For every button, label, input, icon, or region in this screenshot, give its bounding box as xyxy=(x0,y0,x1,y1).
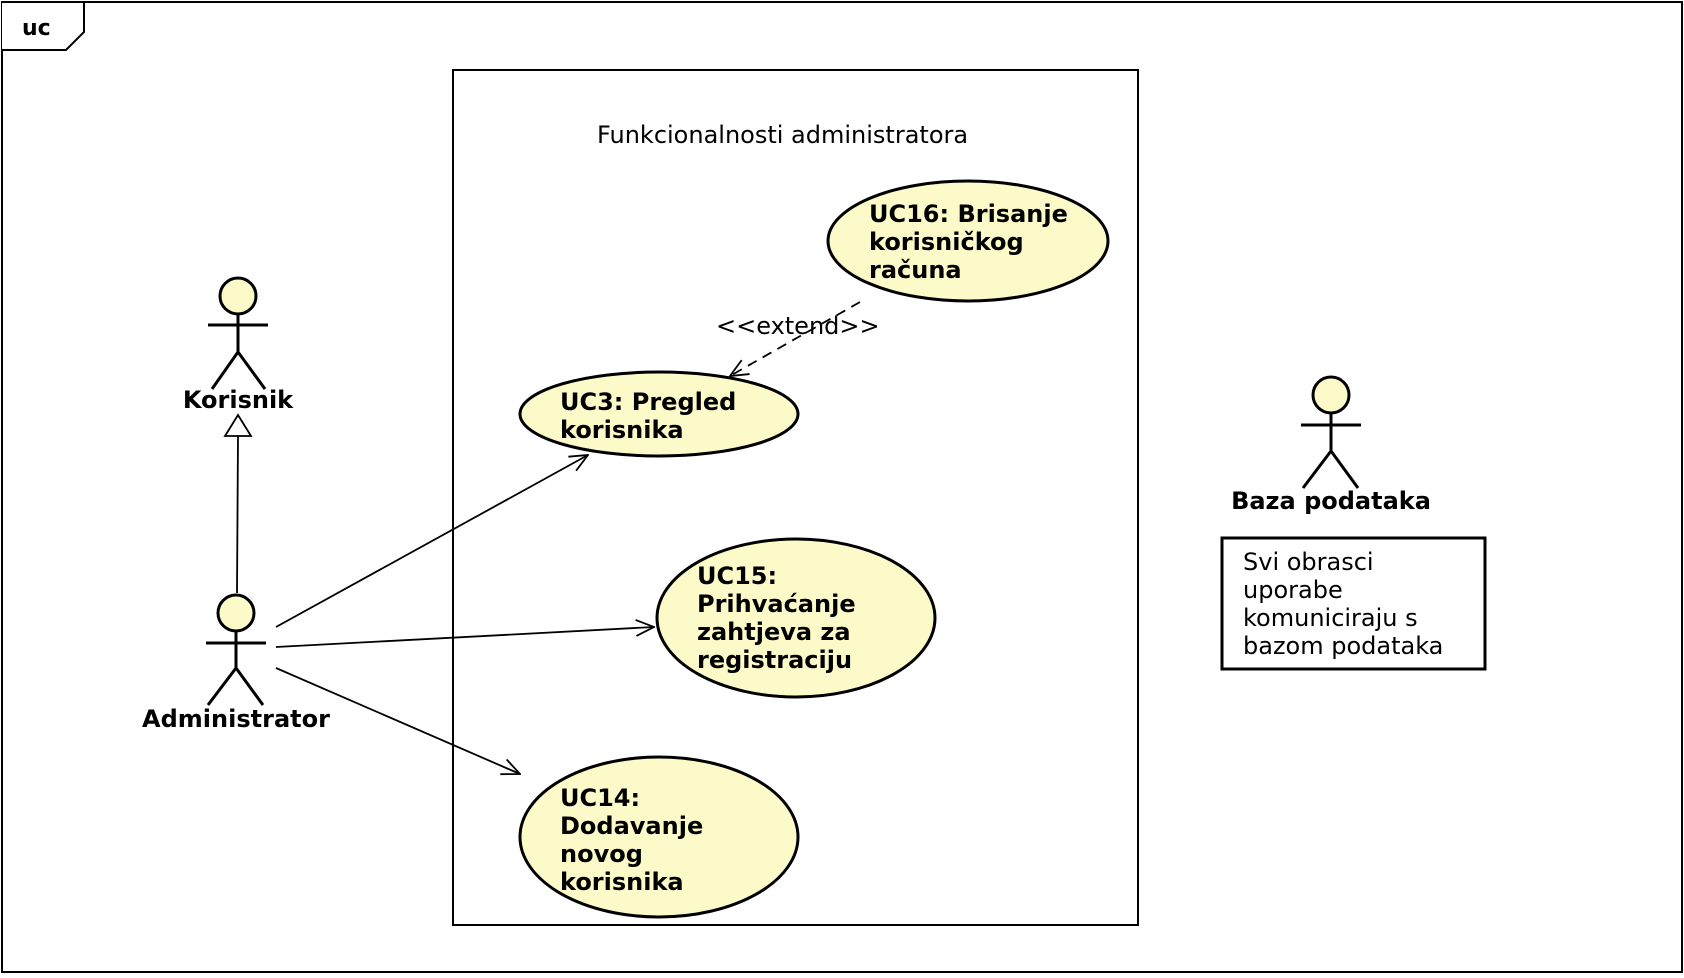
actor-administrator[interactable]: Administrator xyxy=(142,593,330,733)
assoc-admin-uc3 xyxy=(275,455,588,628)
svg-text:UC3: Pregled korisnika: UC3: Pregled korisnika xyxy=(560,388,745,444)
actor-administrator-figure-icon xyxy=(206,593,266,706)
actor-korisnik[interactable]: Korisnik xyxy=(183,276,294,414)
uc16-label-line: računa xyxy=(869,256,962,284)
uc14-label-line: novog xyxy=(560,840,643,868)
generalization-arrowhead xyxy=(223,413,253,437)
uc16-ellipse[interactable]: UC16: Brisanje korisničkog računa xyxy=(826,179,1110,303)
uc15-ellipse[interactable]: UC15: Prihvaćanje zahtjeva za registraci… xyxy=(655,537,937,699)
uc3-label-line: UC3: Pregled xyxy=(560,388,736,416)
svg-text:UC16: Brisanje korisničk: UC16: Brisanje korisničkog računa xyxy=(869,200,1076,284)
generalization-line xyxy=(236,435,239,594)
note-line: komuniciraju s xyxy=(1243,604,1418,632)
extend-label: <<extend>> xyxy=(716,312,880,340)
actor-baza-label: Baza podataka xyxy=(1231,487,1431,515)
assoc-admin-uc15 xyxy=(275,627,654,648)
uc-frame-label: uc xyxy=(22,16,51,41)
uc14-label-line: Dodavanje xyxy=(560,812,703,840)
uc15-label-line: zahtjeva za xyxy=(697,618,851,646)
note-line: Svi obrasci xyxy=(1243,548,1374,576)
actor-baza-figure-icon xyxy=(1301,375,1361,489)
assoc-admin-uc14 xyxy=(275,667,520,774)
uc3-ellipse[interactable]: UC3: Pregled korisnika xyxy=(518,370,800,458)
actor-administrator-label: Administrator xyxy=(142,705,330,733)
extend-line xyxy=(730,301,861,376)
note-box: Svi obrasci uporabe komuniciraju s bazom… xyxy=(1220,536,1487,671)
actor-korisnik-label: Korisnik xyxy=(183,386,294,414)
uc14-ellipse[interactable]: UC14: Dodavanje novog korisnika xyxy=(518,755,800,919)
uc-frame-tab xyxy=(2,1,85,51)
note-line: bazom podataka xyxy=(1243,632,1443,660)
svg-text:UC15: Prihvaćanje: UC15: Prihvaćanje zahtjeva za registraci… xyxy=(697,562,864,674)
uc16-label-line: UC16: Brisanje xyxy=(869,200,1068,228)
uc14-label-line: korisnika xyxy=(560,868,684,896)
system-boundary xyxy=(452,69,1139,926)
svg-text:Svi obrasci uporabe: Svi obrasci uporabe komuniciraju s bazom… xyxy=(1243,548,1443,660)
uc15-label-line: Prihvaćanje xyxy=(697,590,856,618)
svg-text:UC14: Dodavanje no: UC14: Dodavanje novog korisnika xyxy=(560,784,712,896)
note-line: uporabe xyxy=(1243,576,1343,604)
uc3-label-line: korisnika xyxy=(560,416,684,444)
uc15-label-line: registraciju xyxy=(697,646,852,674)
uc14-label-line: UC14: xyxy=(560,784,640,812)
actor-korisnik-figure-icon xyxy=(208,276,268,390)
system-title: Funkcionalnosti administratora xyxy=(597,121,968,149)
uc15-label-line: UC15: xyxy=(697,562,777,590)
actor-baza-podataka[interactable]: Baza podataka xyxy=(1231,375,1431,515)
uc16-label-line: korisničkog xyxy=(869,228,1024,256)
